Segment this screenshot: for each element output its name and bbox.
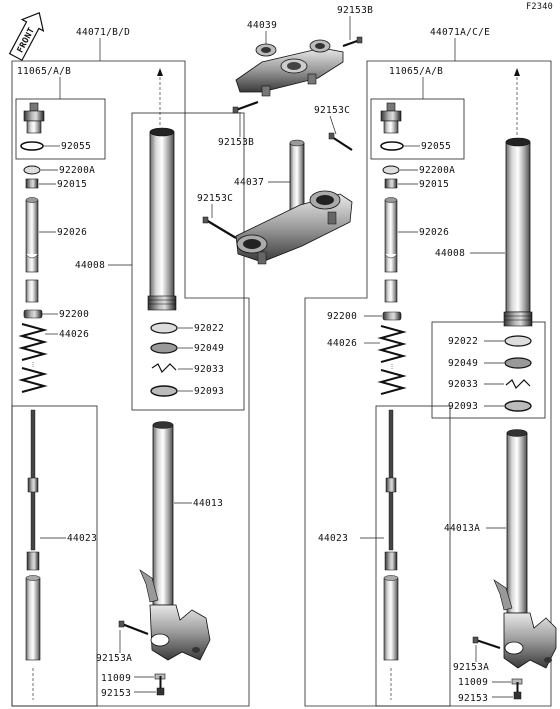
label-92055-left: 92055 xyxy=(61,141,91,152)
label-92026-left: 92026 xyxy=(57,227,87,238)
left-oring-92055 xyxy=(20,141,44,151)
left-seal-92022 xyxy=(150,322,178,334)
label-44008-left: 44008 xyxy=(75,260,105,271)
left-inner-tube-44013 xyxy=(139,421,211,661)
label-92153-right: 92153 xyxy=(458,693,488,704)
label-92153c-left: 92153C xyxy=(197,193,233,204)
label-44008-right: 44008 xyxy=(435,248,465,259)
label-92153b-left: 92153B xyxy=(218,137,254,148)
right-cartridge-44023 xyxy=(383,409,399,661)
left-spacer-lower xyxy=(25,279,39,303)
label-44013: 44013 xyxy=(193,498,223,509)
right-spacer-lower xyxy=(384,279,398,303)
label-92200a-right: 92200A xyxy=(419,165,455,176)
label-44026-right: 44026 xyxy=(327,338,357,349)
left-bolt-92153a-icon xyxy=(118,620,149,636)
upper-triple-clamp xyxy=(235,31,344,97)
right-outer-tube-44008 xyxy=(503,137,533,327)
label-92015-right: 92015 xyxy=(419,179,449,190)
right-nut-92015 xyxy=(384,178,398,189)
left-spring-44026 xyxy=(18,323,48,393)
left-bolt-92153-icon xyxy=(156,676,165,696)
left-tube-subbox xyxy=(131,112,245,411)
label-92153b-top: 92153B xyxy=(337,5,373,16)
label-44071-b-d: 44071/B/D xyxy=(76,27,130,38)
left-spacer-92026 xyxy=(25,197,39,273)
right-seal-92093 xyxy=(504,400,532,412)
left-nut-92015 xyxy=(25,178,39,189)
label-11065-left: 11065/A/B xyxy=(17,66,71,77)
label-92153a-left: 92153A xyxy=(96,653,132,664)
label-92153a-right: 92153A xyxy=(453,662,489,673)
right-washer-92200a xyxy=(382,165,400,175)
label-92093-left: 92093 xyxy=(194,386,224,397)
right-seal-92049 xyxy=(504,357,532,369)
label-92015-left: 92015 xyxy=(57,179,87,190)
front-arrow-icon: FRONT xyxy=(8,11,45,62)
bolt-92153b-top-icon xyxy=(342,36,363,48)
label-44037: 44037 xyxy=(234,177,264,188)
label-92033-right: 92033 xyxy=(448,379,478,390)
left-damper-valve-icon xyxy=(23,102,45,134)
bolt-92153b-left-icon xyxy=(232,100,259,114)
left-washer-92200 xyxy=(23,309,43,319)
left-outer-tube-44008 xyxy=(147,127,177,311)
right-seal-92022 xyxy=(504,335,532,347)
left-seal-92049 xyxy=(150,342,178,354)
label-92055-right: 92055 xyxy=(421,141,451,152)
left-washer-92200a xyxy=(23,165,41,175)
right-damper-valve-icon xyxy=(380,102,402,134)
bolt-92153c-right-icon xyxy=(328,132,353,151)
label-92093-right: 92093 xyxy=(448,401,478,412)
label-11009-left: 11009 xyxy=(101,673,131,684)
label-44023-left: 44023 xyxy=(67,533,97,544)
right-clip-92033 xyxy=(505,379,531,390)
right-spacer-92026 xyxy=(384,197,398,273)
label-92153c-right: 92153C xyxy=(314,105,350,116)
label-92200-right: 92200 xyxy=(327,311,357,322)
left-seal-92093 xyxy=(150,385,178,397)
label-44039: 44039 xyxy=(247,20,277,31)
right-bolt-92153a-icon xyxy=(472,636,501,650)
label-44013a: 44013A xyxy=(444,523,480,534)
label-92153-left: 92153 xyxy=(101,688,131,699)
label-44023-right: 44023 xyxy=(318,533,348,544)
right-washer-92200 xyxy=(382,311,402,321)
right-spring-44026 xyxy=(377,325,407,395)
right-tube-subbox xyxy=(431,321,546,419)
right-oring-92055 xyxy=(380,141,404,151)
label-92049-right: 92049 xyxy=(448,358,478,369)
right-valve-subbox xyxy=(370,98,465,160)
right-cartridge-subbox xyxy=(375,405,451,707)
figure-code: F2340 xyxy=(526,2,553,12)
label-11065-right: 11065/A/B xyxy=(389,66,443,77)
label-44026-left: 44026 xyxy=(59,329,89,340)
label-92200-left: 92200 xyxy=(59,309,89,320)
label-11009-right: 11009 xyxy=(458,677,488,688)
lower-triple-clamp xyxy=(235,139,353,265)
bolt-92153c-left-icon xyxy=(202,216,237,239)
label-44071a-c-e: 44071A/C/E xyxy=(430,27,490,38)
label-92022-right: 92022 xyxy=(448,336,478,347)
left-assembly-outline xyxy=(11,60,250,707)
label-92033-left: 92033 xyxy=(194,364,224,375)
left-cartridge-subbox xyxy=(11,405,98,707)
label-92200a-left: 92200A xyxy=(59,165,95,176)
label-92022-left: 92022 xyxy=(194,323,224,334)
right-inner-tube-44013a xyxy=(493,429,557,669)
label-92026-right: 92026 xyxy=(419,227,449,238)
right-assembly-outline xyxy=(304,60,552,707)
right-bolt-92153-icon xyxy=(513,682,522,700)
label-92049-left: 92049 xyxy=(194,343,224,354)
left-valve-subbox xyxy=(15,98,106,160)
left-cartridge-44023 xyxy=(25,409,41,661)
left-clip-92033 xyxy=(151,363,177,374)
